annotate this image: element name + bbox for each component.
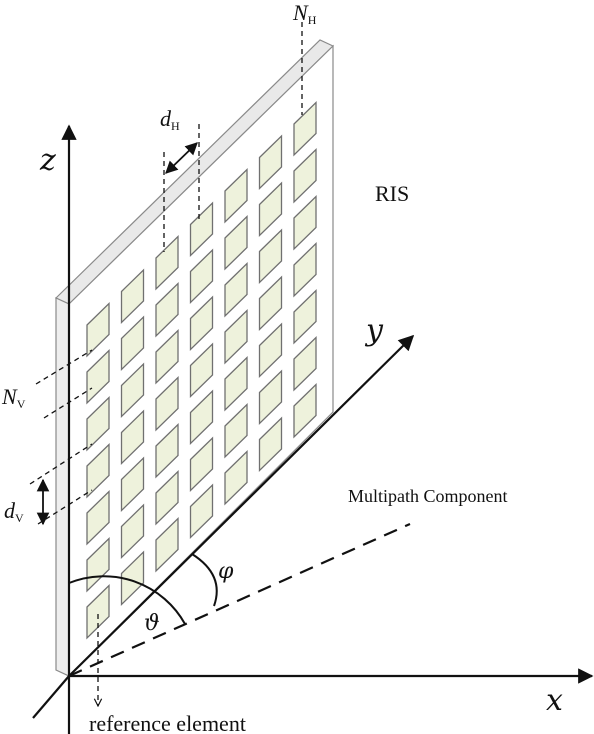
ris-element (120, 315, 145, 372)
ris-element (86, 536, 110, 593)
ris-element (155, 422, 179, 479)
axes (32, 124, 594, 734)
ris-element (189, 201, 214, 258)
ris-element (258, 416, 283, 473)
ris-element (224, 214, 248, 271)
y-axis-label: y (364, 313, 384, 348)
ris-element (86, 442, 110, 499)
ris-element (189, 342, 214, 399)
ris-element (293, 241, 317, 298)
ris-element-grid (86, 100, 317, 640)
ris-element (224, 402, 248, 459)
ris-element (155, 516, 179, 573)
d-h-sub: H (171, 119, 180, 133)
ris-element (155, 328, 179, 385)
ris-element (120, 409, 145, 466)
reference-label: reference element (89, 711, 246, 734)
n-v-sub: V (17, 397, 26, 411)
ris-element (120, 268, 145, 325)
ris-element (224, 261, 248, 318)
ris-element (293, 382, 317, 439)
n-v-label: NV (1, 384, 26, 411)
d-h-label: dH (160, 106, 180, 133)
n-h-sub: H (308, 13, 317, 27)
ris-element (258, 228, 283, 285)
ris-label: RIS (375, 181, 409, 206)
d-v-sub: V (15, 511, 24, 525)
ris-element (86, 395, 110, 452)
ris-element (120, 456, 145, 513)
d-v-top-tick (29, 443, 93, 485)
y-axis (68, 334, 415, 677)
d-v-main: d (4, 498, 16, 523)
n-v-pointer-top (35, 349, 93, 385)
theta-label: ϑ (144, 611, 160, 636)
d-h-arrow (165, 142, 198, 174)
ris-element (293, 100, 317, 157)
ris-element (155, 469, 179, 526)
n-v-main: N (1, 384, 18, 409)
ris-element (293, 194, 317, 251)
ris-element (258, 322, 283, 379)
ris-element (293, 288, 317, 345)
ris-element (258, 134, 283, 191)
ris-element (258, 369, 283, 426)
panel-left-edge (55, 297, 70, 677)
d-h-main: d (160, 106, 172, 131)
n-h-main: N (292, 0, 309, 25)
ris-element (120, 550, 145, 607)
ris-element (86, 583, 110, 640)
ris-element (155, 375, 179, 432)
phi-label: φ (218, 559, 234, 584)
ris-element (86, 489, 110, 546)
ris-element (224, 308, 248, 365)
d-v-label: dV (4, 498, 24, 525)
x-axis-label: x (546, 683, 563, 718)
n-h-label: NH (292, 0, 317, 27)
ris-element (224, 449, 248, 506)
ris-element (155, 234, 179, 291)
z-axis-label: z (39, 143, 56, 178)
ris-element (120, 503, 145, 560)
ris-element (86, 301, 110, 358)
ris-element (258, 181, 283, 238)
ris-element (293, 147, 317, 204)
ris-element (189, 436, 214, 493)
ris-element (189, 248, 214, 305)
ris-element (120, 362, 145, 419)
ris-element (293, 335, 317, 392)
ris-element (189, 389, 214, 446)
ris-element (258, 275, 283, 332)
ris-element (155, 281, 179, 338)
theta-arc (68, 575, 186, 625)
ris-element (86, 348, 110, 405)
n-v-pointer-bottom (43, 387, 93, 419)
y-axis-back (32, 675, 70, 719)
multipath-ray (68, 522, 411, 678)
ris-element (189, 483, 214, 540)
ris-element (224, 167, 248, 224)
ris-element (189, 295, 214, 352)
phi-arc (191, 553, 218, 607)
multipath-label: Multipath Component (348, 486, 508, 506)
ris-element (224, 355, 248, 412)
